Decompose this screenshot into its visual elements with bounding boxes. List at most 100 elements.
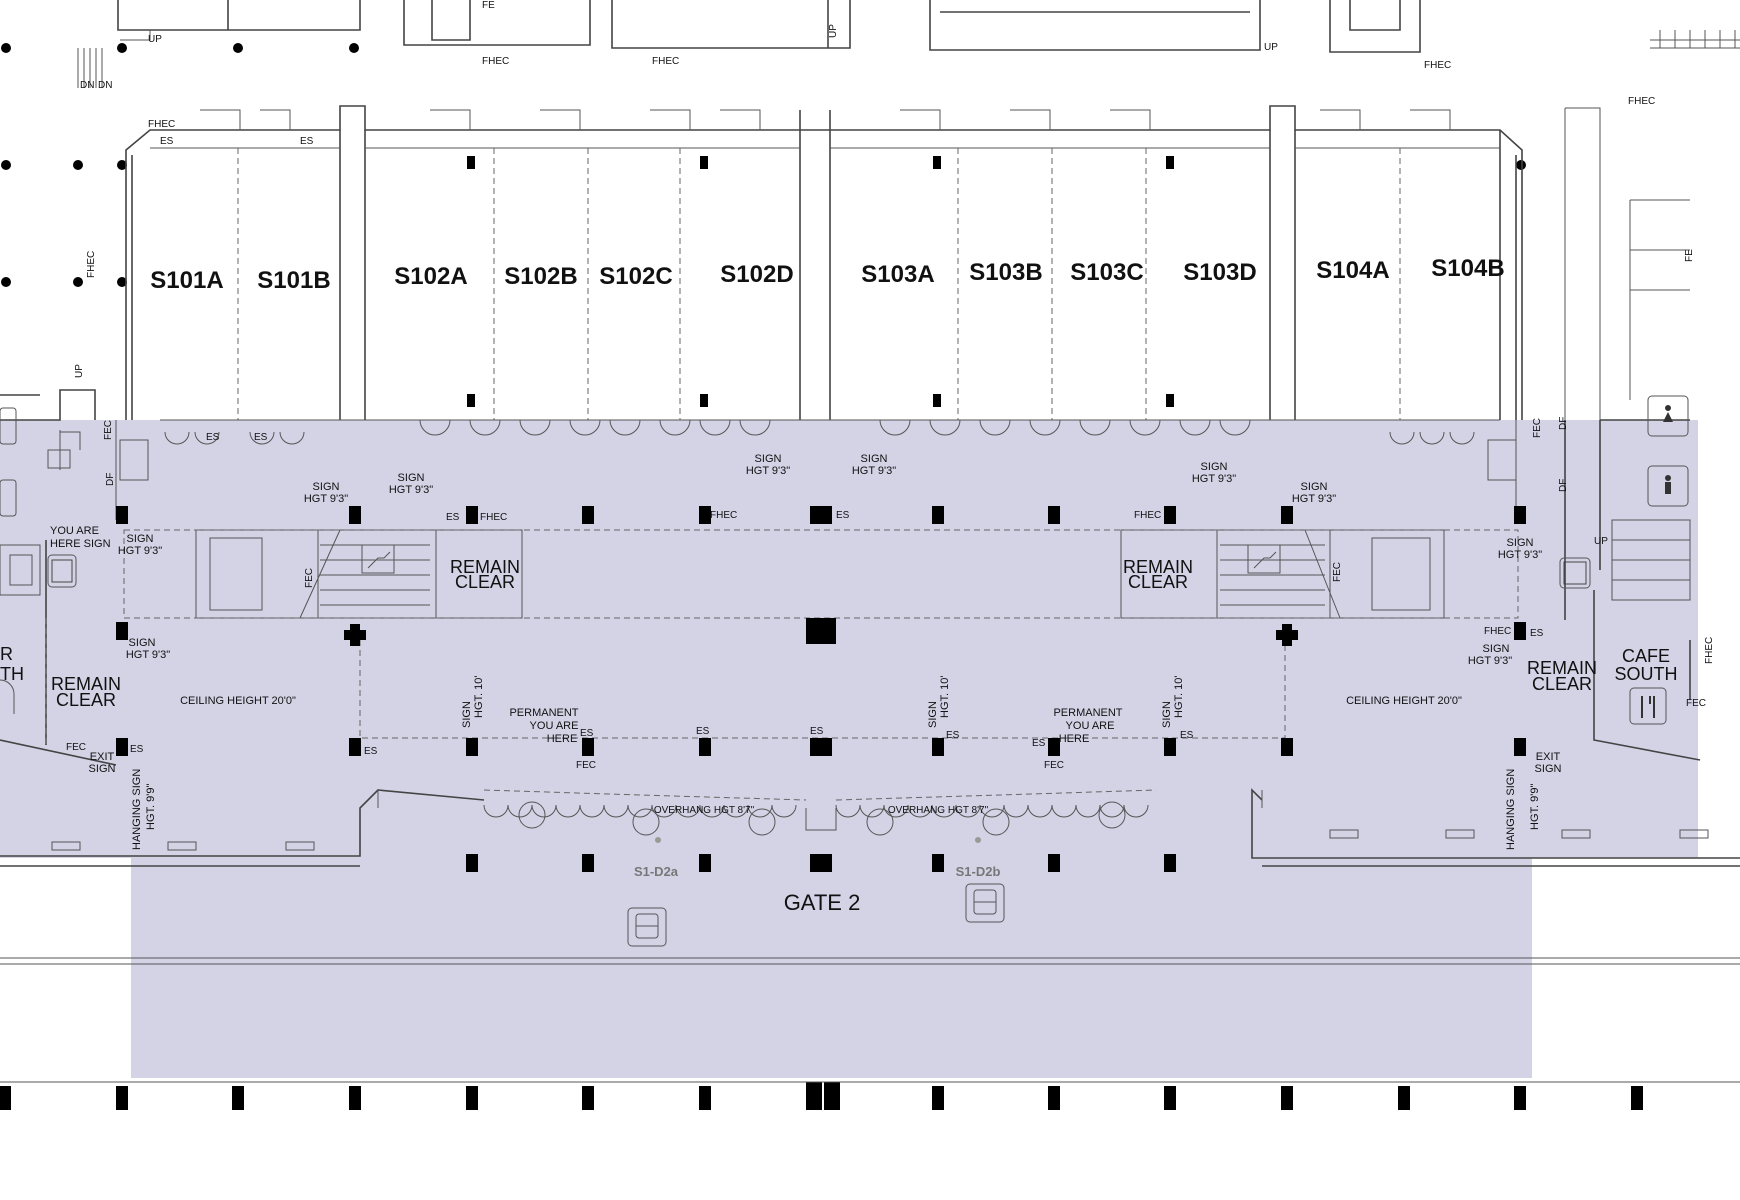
exit-sign-right-2: SIGN xyxy=(1535,763,1562,775)
remain-clear-right-2: CLEAR xyxy=(1128,572,1188,592)
meeting-room-block xyxy=(125,105,1690,420)
room-s103c[interactable]: S103C xyxy=(1070,259,1143,286)
sign-note: SIGN xyxy=(1483,643,1510,655)
permanent-right-2: YOU ARE xyxy=(1066,720,1115,732)
sign-hgt-note: HGT 9'3" xyxy=(126,649,170,661)
room-s101a[interactable]: S101A xyxy=(150,267,223,294)
left-elevator-icon xyxy=(51,559,73,583)
fec-label: FEC xyxy=(304,568,315,588)
overhang-left: OVERHANG HGT 8'7" xyxy=(654,805,755,816)
sign-note: SIGN xyxy=(1201,461,1228,473)
room-labels: S101A S101B S102A S102B S102C S102D S103… xyxy=(150,255,1504,294)
dn-label: DN xyxy=(98,80,112,91)
sign-hgt10-b: HGT. 10' xyxy=(939,676,951,718)
sign-note: SIGN xyxy=(1507,537,1534,549)
fec-label: FEC xyxy=(1332,562,1343,582)
room-s102c[interactable]: S102C xyxy=(599,263,672,290)
men-restroom-icon xyxy=(1665,475,1671,494)
room-s103a[interactable]: S103A xyxy=(861,261,934,288)
sign-note: SIGN xyxy=(129,637,156,649)
df-label: DF xyxy=(1558,479,1569,492)
sign-note: SIGN xyxy=(755,453,782,465)
up-label: UP xyxy=(148,34,162,45)
permanent-left-2: YOU ARE xyxy=(530,720,579,732)
sign-hgt10-a: SIGN xyxy=(927,701,939,728)
room-s102d[interactable]: S102D xyxy=(720,261,793,288)
room-s103d[interactable]: S103D xyxy=(1183,259,1256,286)
sign-hgt-note: HGT 9'3" xyxy=(1292,493,1336,505)
es-label: ES xyxy=(810,726,824,737)
es-label: ES xyxy=(1032,738,1046,749)
cafe-south-2[interactable]: SOUTH xyxy=(1615,664,1678,684)
exit-sign-left-2: SIGN xyxy=(89,763,116,775)
up-label: UP xyxy=(1264,42,1278,53)
top-column-dots xyxy=(1,43,1526,287)
fhec-label: FHEC xyxy=(652,56,679,67)
sign-note: SIGN xyxy=(313,481,340,493)
remain-clear-east-2: CLEAR xyxy=(1532,674,1592,694)
fhec-label: FHEC xyxy=(710,510,737,521)
room-s104a[interactable]: S104A xyxy=(1316,257,1389,284)
es-label: ES xyxy=(364,746,378,757)
es-label: ES xyxy=(836,510,850,521)
fe-label: FE xyxy=(1684,249,1695,262)
permanent-left-3: HERE xyxy=(547,733,578,745)
room-s102b[interactable]: S102B xyxy=(504,263,577,290)
bus-icon xyxy=(627,907,667,947)
sign-hgt-note: HGT 9'3" xyxy=(1468,655,1512,667)
bus-icon xyxy=(965,883,1005,923)
you-are-here-1: YOU ARE xyxy=(50,525,99,537)
up-label: UP xyxy=(828,24,839,38)
dn-label: DN xyxy=(80,80,94,91)
fec-label: FEC xyxy=(1532,418,1543,438)
fec-label: FEC xyxy=(1044,760,1064,771)
remain-clear-right-1: REMAIN xyxy=(1123,557,1193,577)
room-doors xyxy=(115,419,1517,520)
fhec-label: FHEC xyxy=(480,512,507,523)
you-are-here-2: HERE SIGN xyxy=(50,538,111,550)
remain-clear-left-1: REMAIN xyxy=(450,557,520,577)
door-marker-b xyxy=(975,837,981,843)
lobby-columns xyxy=(116,506,1526,872)
door-code-a[interactable]: S1-D2a xyxy=(634,864,679,879)
sign-hgt-note: HGT 9'3" xyxy=(304,493,348,505)
room-s101b[interactable]: S101B xyxy=(257,267,330,294)
df-label: DF xyxy=(105,473,116,486)
sign-notes: SIGN HGT 9'3" SIGN HGT 9'3" SIGN HGT 9'3… xyxy=(89,453,1562,850)
fe-label: FE xyxy=(482,0,495,11)
room-s102a[interactable]: S102A xyxy=(394,263,467,290)
cafe-fork-knife-icon xyxy=(1641,696,1655,718)
women-restroom-icon xyxy=(1663,405,1673,422)
remain-clear-west-1: REMAIN xyxy=(51,674,121,694)
room-s104b[interactable]: S104B xyxy=(1431,255,1504,282)
hanging-sign-right: HANGING SIGN xyxy=(1505,769,1517,850)
sign-note: SIGN xyxy=(127,533,154,545)
remain-clear-east-1: REMAIN xyxy=(1527,658,1597,678)
gate-label[interactable]: GATE 2 xyxy=(784,890,861,915)
es-label: ES xyxy=(946,730,960,741)
hanging-sign-left: HANGING SIGN xyxy=(131,769,143,850)
exit-sign-left-1: EXIT xyxy=(90,751,115,763)
df-label: DF xyxy=(1558,417,1569,430)
bottom-columns xyxy=(0,1081,1740,1110)
fec-label: FEC xyxy=(103,420,114,440)
right-service-area xyxy=(1559,395,1701,761)
remain-clear-left-2: CLEAR xyxy=(455,572,515,592)
door-code-b[interactable]: S1-D2b xyxy=(956,864,1001,879)
fhec-label: FHEC xyxy=(1704,637,1715,664)
fhec-label: FHEC xyxy=(1484,626,1511,637)
fhec-label: FHEC xyxy=(1424,60,1451,71)
equipment-codes: FHEC FHEC FHEC FHEC FHEC ES ES FE UP UP … xyxy=(66,0,1715,771)
fhec-label: FHEC xyxy=(148,119,175,130)
es-label: ES xyxy=(254,432,268,443)
es-label: ES xyxy=(300,136,314,147)
exit-sign-right-1: EXIT xyxy=(1536,751,1561,763)
sign-hgt-note: HGT 9'3" xyxy=(389,484,433,496)
fec-label: FEC xyxy=(576,760,596,771)
room-s103b[interactable]: S103B xyxy=(969,259,1042,286)
up-label: UP xyxy=(1594,536,1608,547)
permanent-right-1: PERMANENT xyxy=(1053,707,1122,719)
fhec-label: FHEC xyxy=(482,56,509,67)
permanent-left-1: PERMANENT xyxy=(509,707,578,719)
cafe-south-1[interactable]: CAFE xyxy=(1622,646,1670,666)
